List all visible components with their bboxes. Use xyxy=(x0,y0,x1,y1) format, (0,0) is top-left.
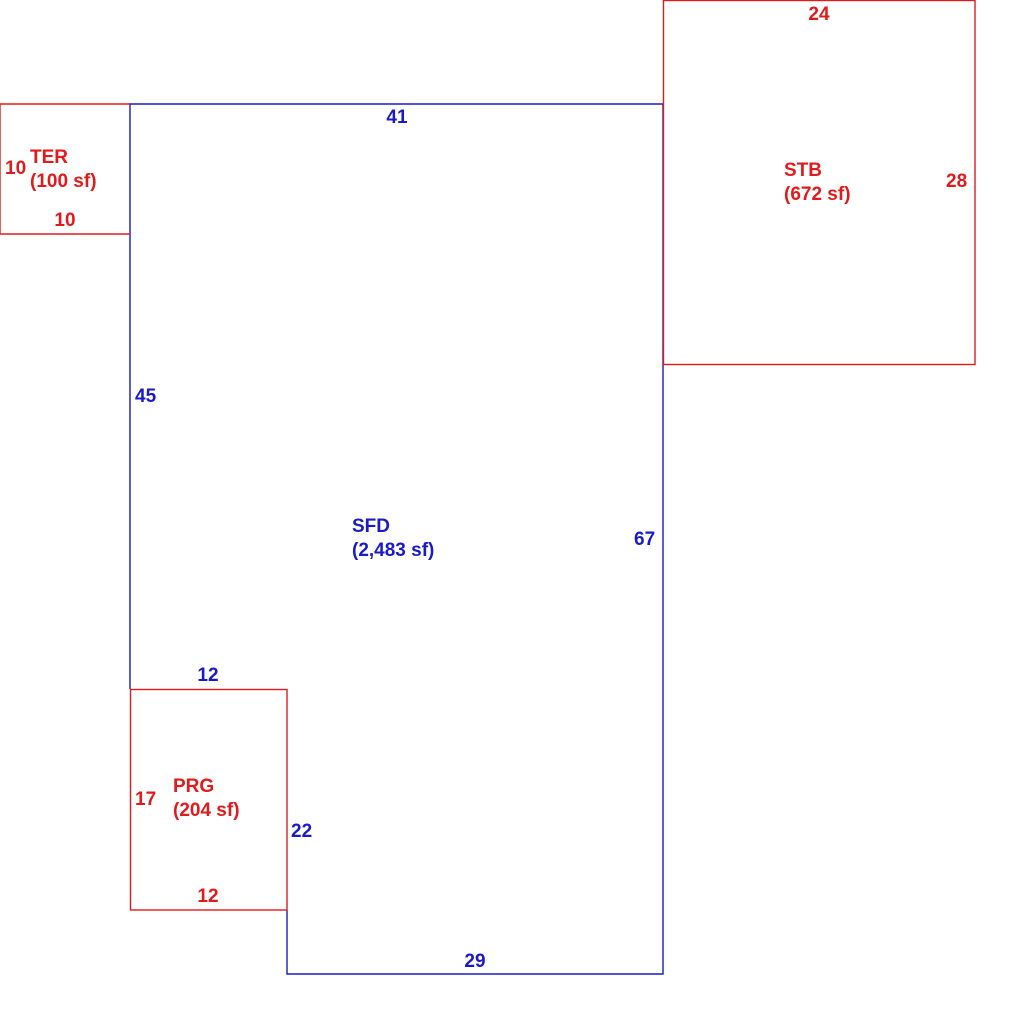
sfd-code: SFD xyxy=(352,516,390,537)
sfd-outline xyxy=(129,103,664,975)
ter-outline xyxy=(0,103,130,235)
ter-dim-bottom: 10 xyxy=(54,210,76,231)
sfd-dim-bottom: 29 xyxy=(464,951,486,972)
prg-name-label: PRG (204 sf) xyxy=(173,775,240,823)
stb-area: (672 sf) xyxy=(784,184,851,205)
ter-dim-left: 10 xyxy=(5,158,27,179)
stb-dim-right: 28 xyxy=(946,171,968,192)
ter-code: TER xyxy=(30,147,68,168)
stb-code: STB xyxy=(784,160,822,181)
stb-dim-top: 24 xyxy=(808,4,830,25)
prg-area: (204 sf) xyxy=(173,800,240,821)
stb-name-label: STB (672 sf) xyxy=(784,159,851,207)
ter-name-label: TER (100 sf) xyxy=(30,146,97,194)
sfd-dim-step-side: 22 xyxy=(291,821,313,842)
sfd-dim-step-top: 12 xyxy=(197,665,219,686)
prg-code: PRG xyxy=(173,776,215,797)
sfd-dim-right: 67 xyxy=(634,529,656,550)
sfd-name-label: SFD (2,483 sf) xyxy=(352,515,434,563)
sfd-area: (2,483 sf) xyxy=(352,540,435,561)
prg-outline xyxy=(129,688,288,911)
stb-outline xyxy=(662,0,976,366)
sfd-dim-left: 45 xyxy=(135,386,157,407)
prg-dim-left: 17 xyxy=(135,789,157,810)
prg-dim-bottom: 12 xyxy=(197,886,219,907)
sfd-dim-top: 41 xyxy=(386,107,408,128)
ter-area: (100 sf) xyxy=(30,171,97,192)
